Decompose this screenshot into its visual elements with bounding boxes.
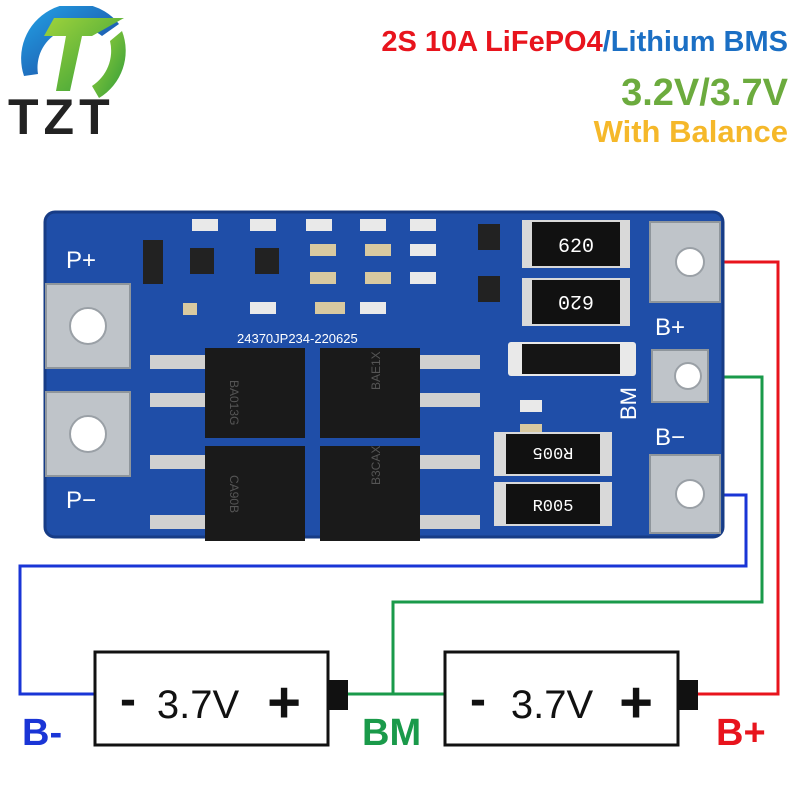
wire-b-minus	[18, 493, 748, 696]
label-b-minus: B-	[22, 712, 62, 754]
silk-bm: BM	[616, 387, 641, 420]
shunt-r005-bottom: R005	[494, 482, 612, 526]
product-title: 2S 10A LiFePO4/Lithium BMS	[381, 26, 788, 59]
mosfet-code-2: BAE1X	[369, 351, 383, 390]
shunt-r005-top: R005	[494, 432, 612, 476]
mosfet-top-left: BA013G	[150, 348, 305, 438]
wires	[18, 260, 780, 696]
battery-2-body	[443, 650, 680, 747]
label-b-plus: B+	[716, 712, 766, 754]
mosfet-code-1: BA013G	[227, 380, 241, 425]
battery-1-minus: -	[120, 673, 136, 726]
bms-pcb-board: P+ P− B+ B− BM 24370JP234-220625	[43, 210, 725, 541]
logo-text: TZT	[8, 89, 115, 145]
wire-b-plus	[693, 260, 780, 696]
pad-b-plus	[649, 221, 721, 303]
battery-2-minus: -	[470, 673, 486, 726]
silk-b-minus: B−	[655, 424, 685, 451]
resistor-mid-code: 620	[558, 289, 594, 312]
battery-2-voltage: 3.7V	[511, 683, 594, 727]
voltage-subtitle: 3.2V/3.7V	[621, 72, 788, 114]
mosfet-code-3: CA90B	[227, 475, 241, 513]
mosfet-top-right: BAE1X	[320, 348, 480, 438]
battery-1-voltage: 3.7V	[157, 683, 240, 727]
battery-1-terminal	[328, 680, 348, 710]
power-resistor-top: 620	[522, 220, 630, 268]
r005-top-code: R005	[533, 442, 574, 461]
silk-serial: 24370JP234-220625	[237, 331, 358, 346]
silk-p-minus: P−	[66, 487, 96, 514]
wire-bm	[348, 375, 764, 696]
title-red-part: 2S 10A LiFePO4	[381, 26, 603, 58]
smd-components	[143, 219, 542, 436]
resistor-top-code: 620	[558, 236, 594, 259]
mosfet-code-4: B3CAX	[369, 446, 383, 485]
battery-2-terminal	[678, 680, 698, 710]
battery-cell-2: - 3.7V +	[443, 650, 698, 747]
mosfet-bottom-left: CA90B	[150, 446, 305, 541]
diode-package	[508, 342, 636, 376]
tzt-logo	[21, 6, 126, 98]
battery-1-plus: +	[267, 670, 301, 735]
silk-b-plus: B+	[655, 314, 685, 341]
silk-p-plus: P+	[66, 247, 96, 274]
mosfet-bottom-right: B3CAX	[320, 446, 480, 541]
title-blue-part: /Lithium BMS	[602, 26, 788, 58]
label-bm: BM	[362, 712, 421, 754]
battery-cell-1: - 3.7V +	[93, 650, 348, 747]
r005-bottom-code: R005	[533, 498, 574, 517]
power-resistor-mid: 620	[522, 278, 630, 326]
balance-tagline: With Balance	[593, 114, 788, 149]
battery-2-plus: +	[619, 670, 653, 735]
